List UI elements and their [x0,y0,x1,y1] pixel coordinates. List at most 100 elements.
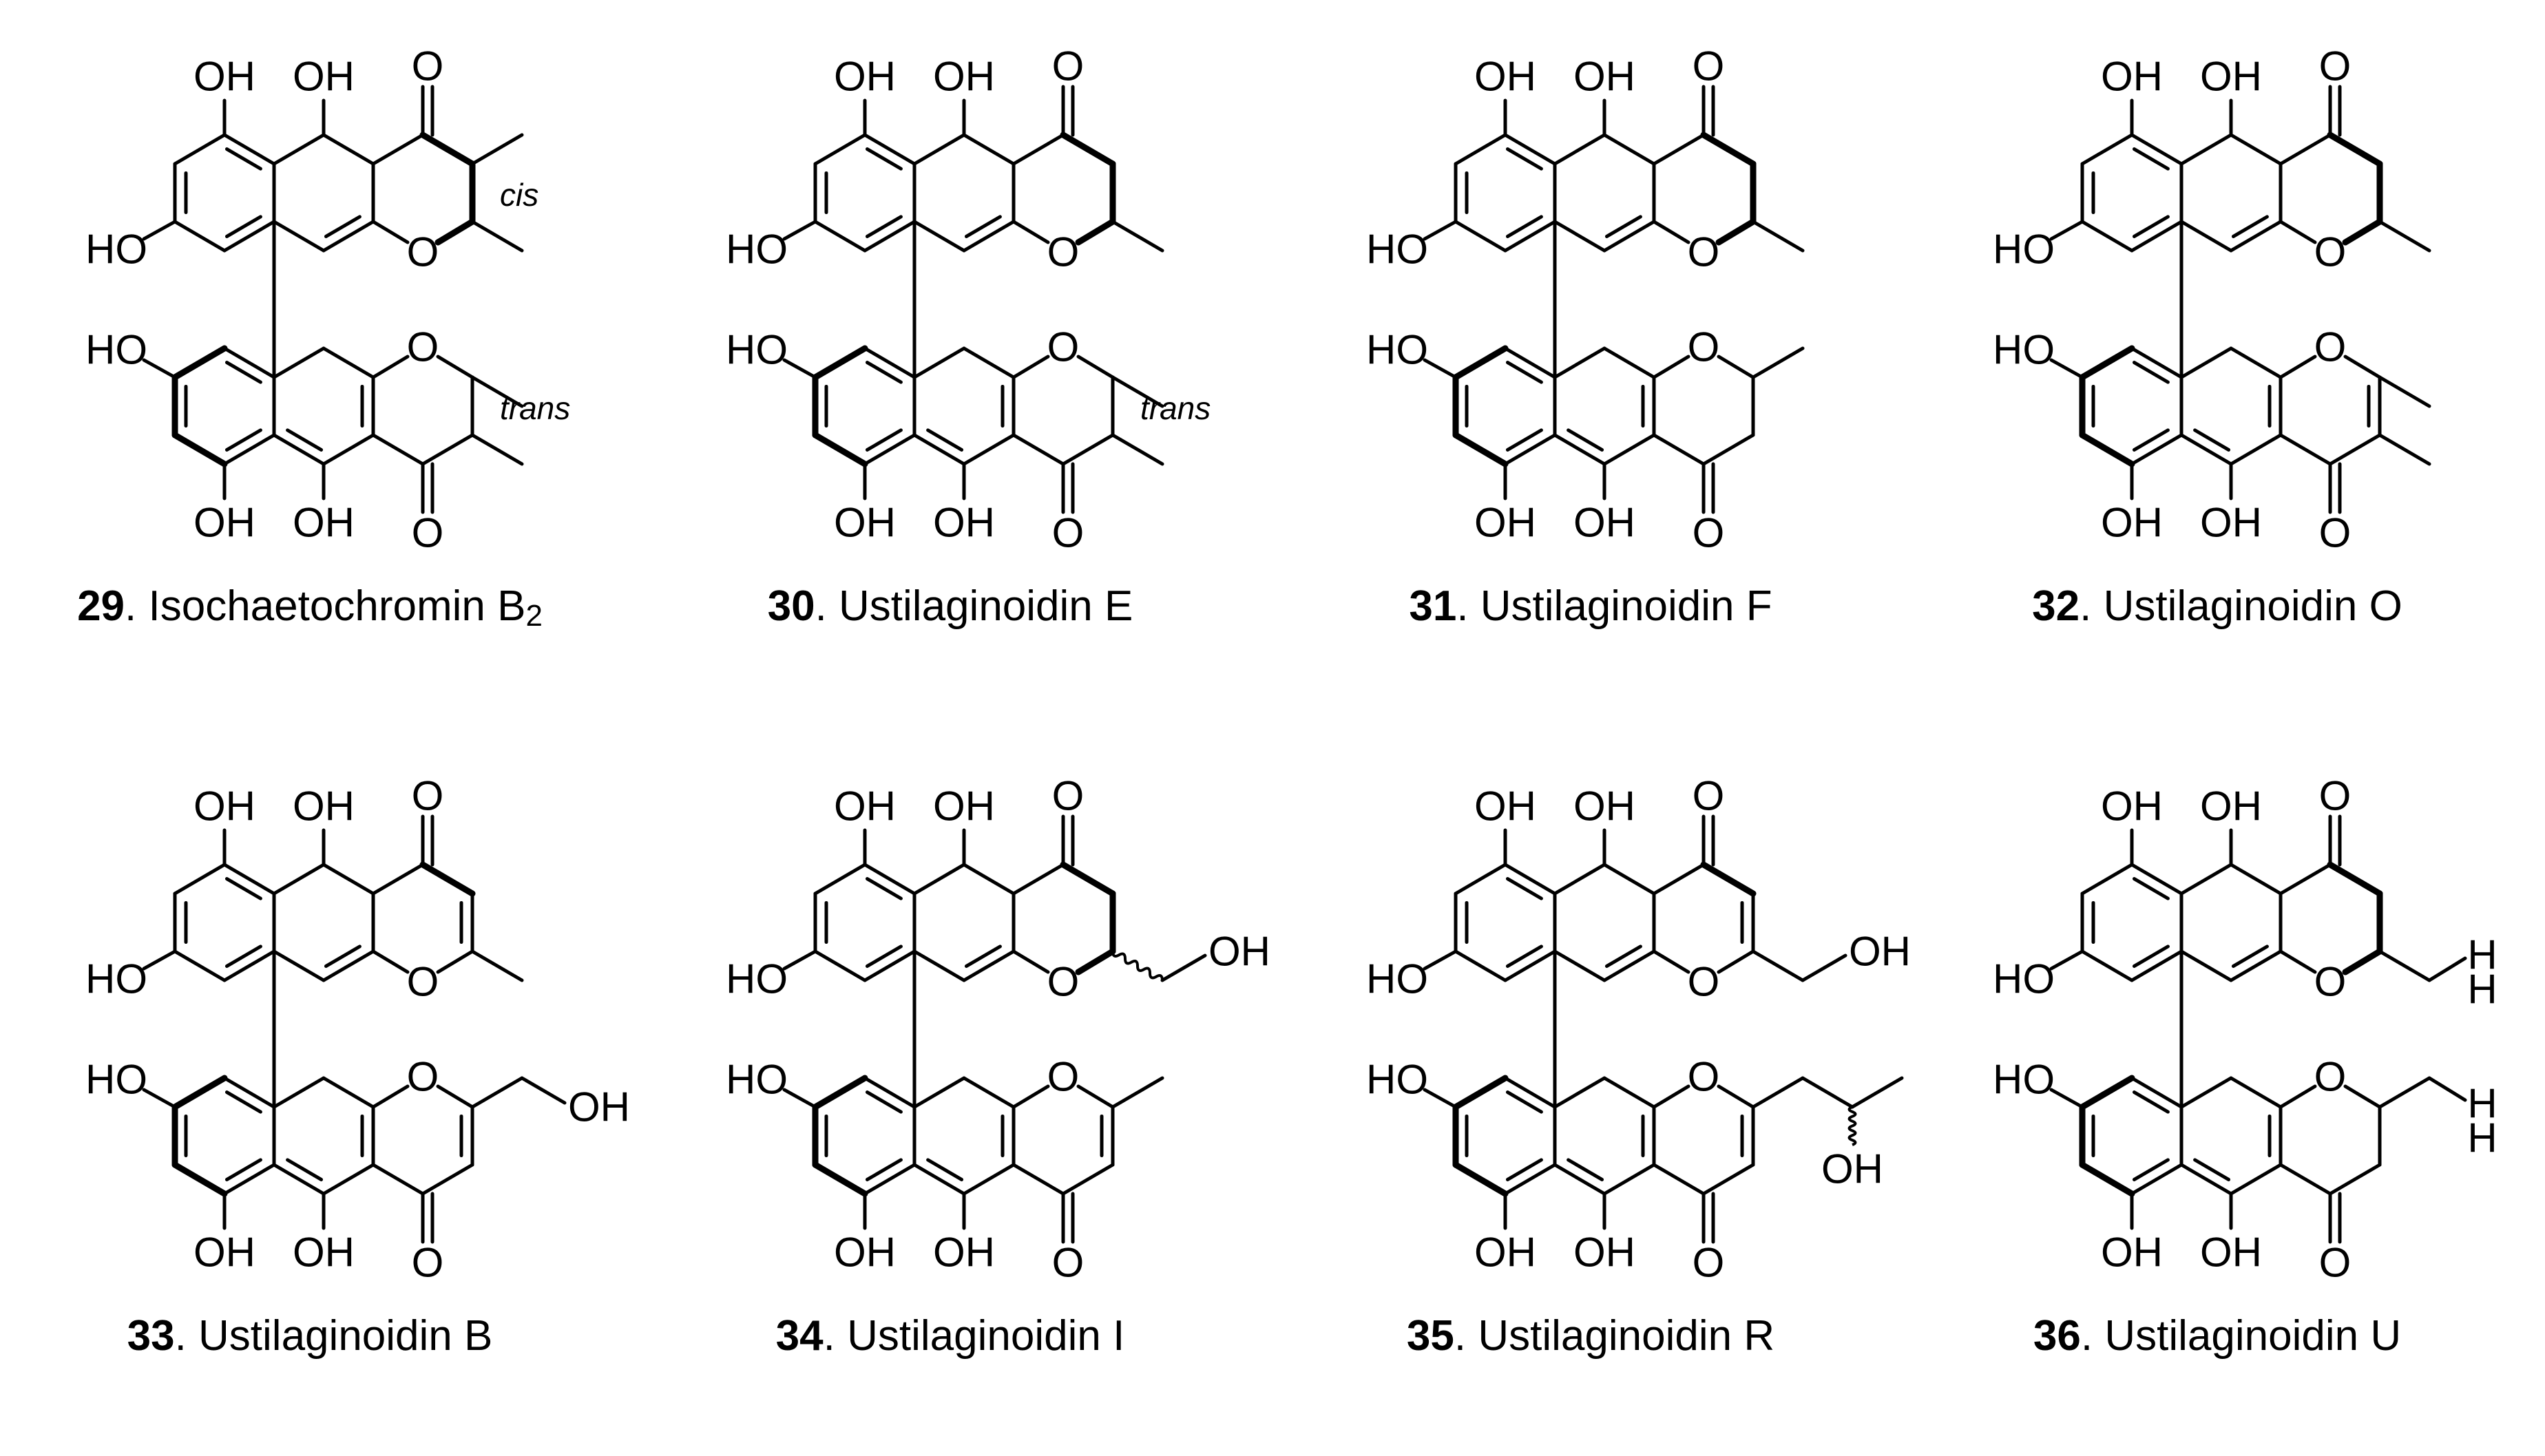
bond [2427,956,2467,982]
hydroxyl-label: OH [1573,783,1635,830]
bond [2049,949,2084,971]
bond [1701,1163,1755,1196]
ring-oxygen: O [1688,1054,1720,1100]
double-bond-line [865,945,903,968]
bond [2378,220,2431,253]
hydroxyl-label: OH [2200,783,2262,830]
carbonyl-oxygen: O [412,773,444,819]
bond [813,949,867,982]
bond [272,949,326,982]
ring-oxygen: O [407,229,439,275]
hydroxyl-label: OH [1474,1230,1536,1276]
double-bond-line [865,361,903,384]
compound-name: . Ustilaginoidin O [2080,582,2402,630]
bond [2279,220,2317,244]
bond [863,863,917,896]
bond [2080,949,2134,982]
bond [222,863,276,896]
bond [272,863,326,896]
compound-caption: 36. Ustilaginoidin U [2033,1312,2401,1360]
bond [863,1163,917,1196]
bond [782,220,817,241]
bond [322,863,375,896]
double-bond-line [1505,361,1543,384]
bond [1553,433,1606,466]
bond [863,220,917,253]
bond [912,433,966,466]
bond [2378,1076,2431,1109]
bond [1553,346,1606,379]
hydroxyl-label: HO [726,956,788,1002]
bond [1751,220,1805,253]
bond [2279,1163,2332,1196]
hydroxyl-label: OH [2200,500,2262,546]
bond [421,433,474,466]
bond [1076,355,1115,379]
bond [912,1076,966,1109]
bond [1423,358,1458,379]
bold-bond [419,861,476,897]
bond [1652,133,1706,166]
bond [1012,1084,1050,1109]
double-bond-line [1505,1090,1543,1114]
bond [1652,1084,1690,1109]
bond [371,1163,425,1196]
compound-caption: 32. Ustilaginoidin O [2032,582,2402,630]
hydroxyl-label: HO [1366,327,1428,373]
bond [2130,133,2183,166]
bold-bond [419,131,476,167]
bond [1012,1163,1065,1196]
double-bond-line [1567,1158,1604,1181]
bold-bond [436,949,474,974]
bold-bond [1075,218,1116,246]
bond [222,346,276,379]
bond [171,345,228,381]
hydroxyl-label: OH [293,500,355,546]
double-bond-line [865,877,903,900]
bond [1503,346,1557,379]
bond [2049,220,2084,241]
bond [912,133,966,166]
compound-caption: 31. Ustilaginoidin F [1409,582,1772,630]
carbonyl-oxygen: O [1693,1240,1725,1286]
bond [1503,433,1557,466]
bond [1423,220,1458,241]
hydroxyl-label: OH [933,54,995,100]
bond [2130,1163,2183,1196]
compound-number: 34 [776,1312,824,1360]
hydroxyl-h: H [2467,1115,2497,1161]
double-bond-line [865,147,903,171]
carbonyl-oxygen: O [412,43,444,89]
bond [813,863,867,896]
hydroxyl-label: OH [1474,500,1536,546]
hydroxyl-label: OH [193,54,255,100]
compound-number: 36 [2033,1312,2081,1360]
double-bond-line [865,1090,903,1114]
bond [912,1163,966,1196]
carbonyl-oxygen: O [1693,43,1725,89]
bond [2049,358,2084,379]
hydroxyl-label: HO [1993,1057,2055,1103]
bond [1553,949,1606,982]
bond [222,949,276,982]
hydroxyl-label: OH [2200,54,2262,100]
bond [1503,863,1557,896]
bold-bond [1060,131,1116,167]
double-bond-line [1505,1158,1543,1181]
bond [1602,1163,1656,1196]
double-bond-line [224,945,262,968]
bond [470,433,524,466]
compound-name: . Ustilaginoidin R [1454,1312,1774,1360]
bond [222,1163,276,1196]
compound-number: 33 [127,1312,175,1360]
bond [1553,220,1606,253]
double-bond-line [2132,428,2170,452]
bold-bond [1717,949,1755,974]
double-bond-line [286,428,324,452]
bond [2378,375,2431,408]
bond [173,949,227,982]
hydroxyl-label: OH [193,783,255,830]
bond [2079,1075,2135,1110]
